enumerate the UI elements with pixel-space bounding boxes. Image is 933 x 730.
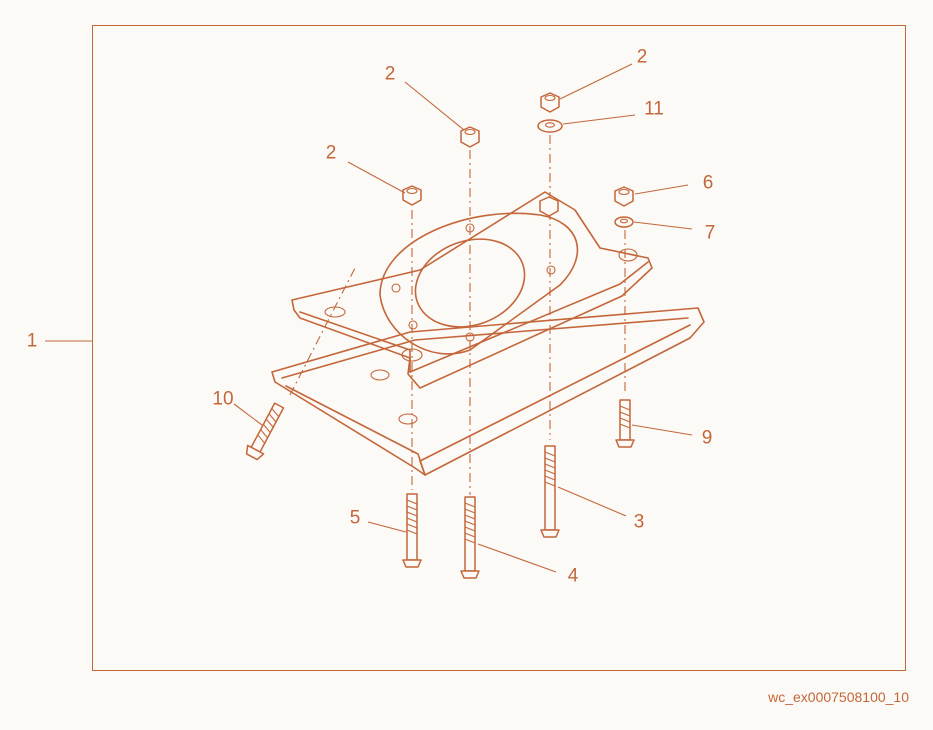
callout-3-bolt: 3	[633, 511, 645, 533]
bolt-10	[245, 402, 285, 461]
washer-11	[537, 119, 563, 133]
callout-6-nut: 6	[702, 172, 714, 194]
callout-2-left-nut: 2	[325, 142, 337, 164]
nut-6	[614, 186, 634, 207]
diagram-code: wc_ex0007508100_10	[768, 689, 909, 705]
callout-10-bolt: 10	[212, 388, 234, 410]
nut-on-plate	[539, 196, 559, 217]
bolt-9	[615, 399, 635, 448]
callout-9-bolt: 9	[701, 427, 713, 449]
callout-5-bolt: 5	[349, 507, 361, 529]
upper-bracket	[291, 191, 653, 389]
leader-lines	[233, 63, 693, 573]
callout-1-assembly: 1	[26, 330, 38, 352]
bolt-5	[402, 493, 422, 568]
washer-7	[614, 216, 634, 228]
lower-plate	[271, 307, 705, 476]
nut-2-left	[402, 185, 422, 206]
callout-7-washer: 7	[704, 222, 716, 244]
callout-2-right-nut: 2	[636, 46, 648, 68]
bolt-3	[540, 445, 560, 538]
callout-2-centre-nut: 2	[384, 63, 396, 85]
diagram-frame	[92, 25, 906, 671]
nut-2-right	[540, 92, 560, 113]
callout-11-washer: 11	[644, 98, 664, 120]
centre-lines	[289, 135, 626, 495]
callout-4-bolt: 4	[567, 565, 579, 587]
bolt-4	[460, 496, 480, 579]
nut-2-centre	[460, 126, 480, 148]
